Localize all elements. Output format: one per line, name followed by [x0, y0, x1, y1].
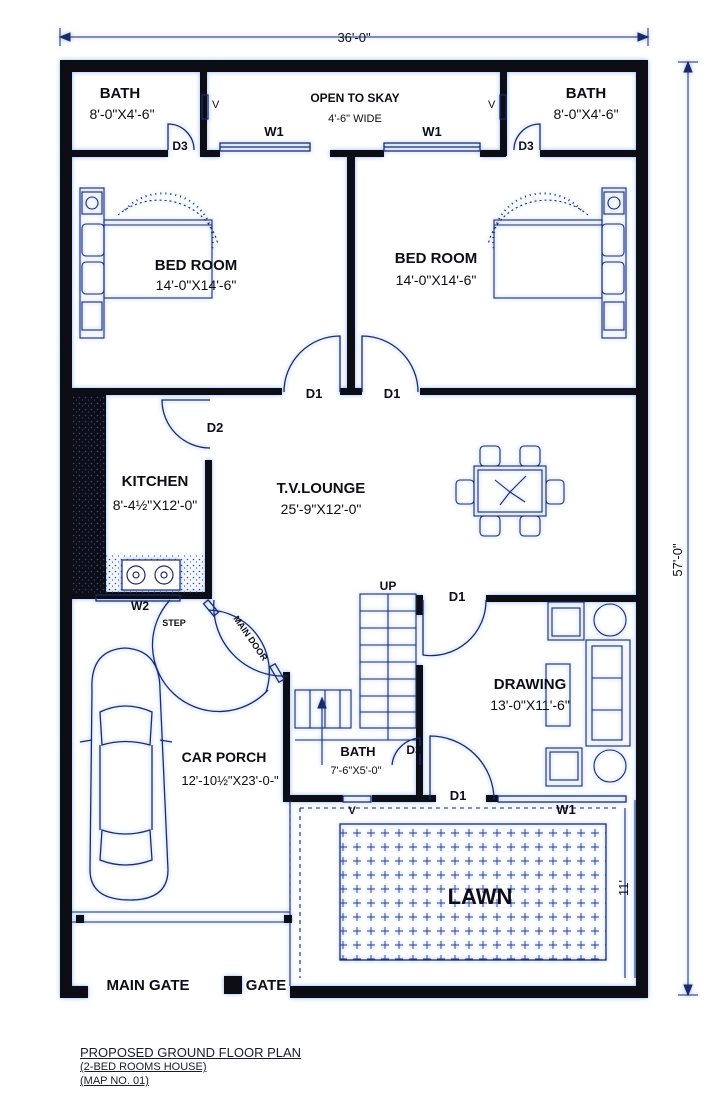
lounge-size: 25'-9"X12'-0": [281, 501, 362, 517]
bed-right-icon: [487, 187, 627, 339]
sofa-icon: [545, 601, 631, 787]
car-porch-name: CAR PORCH: [182, 749, 267, 765]
plan-subtitle: (2-BED ROOMS HOUSE): [80, 1061, 207, 1074]
main-gate-label: MAIN GATE: [106, 977, 189, 994]
dim-depth-label: 57'-0": [670, 543, 685, 577]
lounge-name: T.V.LOUNGE: [277, 480, 366, 497]
car-porch-size: 12'-10½"X23'-0-": [181, 773, 279, 788]
tag-step: STEP: [162, 618, 186, 628]
tag-w1-bottom: W1: [556, 802, 576, 817]
title-block: PROPOSED GROUND FLOOR PLAN (2-BED ROOMS …: [80, 1045, 301, 1089]
tag-v-right: V: [488, 99, 496, 111]
tag-d3-right: D3: [518, 139, 534, 153]
tag-d3-left: D3: [172, 139, 188, 153]
bath-small-size: 7'-6"X5'-0": [330, 765, 381, 777]
kitchen-counter: [73, 395, 105, 593]
gate-label: GATE: [246, 977, 287, 994]
kitchen-size: 8'-4½"X12'-0": [113, 497, 198, 513]
bed-right-name: BED ROOM: [395, 250, 478, 267]
walls: [60, 60, 648, 998]
open-to-sky-size: 4'-6" WIDE: [328, 113, 382, 125]
bath-left-name: BATH: [100, 85, 141, 102]
tag-main-door: MAIN DOOR: [231, 614, 270, 663]
bed-left-icon: [79, 187, 219, 339]
tag-d3-small: D3: [406, 743, 422, 757]
tag-v-bottom: V: [348, 805, 356, 817]
tag-d2: D2: [207, 420, 224, 435]
tag-w2: W2: [131, 599, 149, 613]
tag-d1-bed-left: D1: [306, 386, 323, 401]
dimension-depth: [678, 60, 698, 997]
bed-left-size: 14'-0"X14'-6": [156, 277, 237, 293]
tag-d1-drawing-top: D1: [449, 589, 466, 604]
tag-d1-bed-right: D1: [384, 386, 401, 401]
bath-right-name: BATH: [566, 85, 607, 102]
dim-lawn-label: 11': [616, 880, 631, 896]
drawing-name: DRAWING: [494, 676, 567, 693]
lawn-name: LAWN: [448, 884, 513, 909]
tag-v-left: V: [212, 99, 220, 111]
tag-w1-top-left: W1: [264, 124, 284, 139]
tag-w1-top-right: W1: [422, 124, 442, 139]
dimension-width: [58, 28, 650, 46]
dining-table-icon: [455, 445, 565, 537]
bed-left-name: BED ROOM: [155, 257, 238, 274]
car-icon: [79, 647, 173, 901]
open-to-sky-name: OPEN TO SKAY: [310, 91, 399, 105]
lawn-area: [339, 823, 607, 961]
dim-width-label: 36'-0": [337, 30, 371, 45]
drawing-size: 13'-0"X11'-6": [490, 697, 570, 713]
bath-small-name: BATH: [340, 744, 375, 759]
kitchen-name: KITCHEN: [122, 473, 189, 490]
stove-icon: [121, 559, 181, 591]
staircase: [294, 593, 417, 765]
bath-right-size: 8'-0"X4'-6": [553, 106, 618, 122]
bath-left-size: 8'-0"X4'-6": [89, 106, 154, 122]
tag-up: UP: [380, 579, 397, 593]
tag-d1-drawing-bottom: D1: [450, 788, 467, 803]
plan-title: PROPOSED GROUND FLOOR PLAN: [80, 1045, 302, 1060]
map-number: (MAP NO. 01): [80, 1075, 149, 1087]
bed-right-size: 14'-0"X14'-6": [396, 272, 477, 288]
